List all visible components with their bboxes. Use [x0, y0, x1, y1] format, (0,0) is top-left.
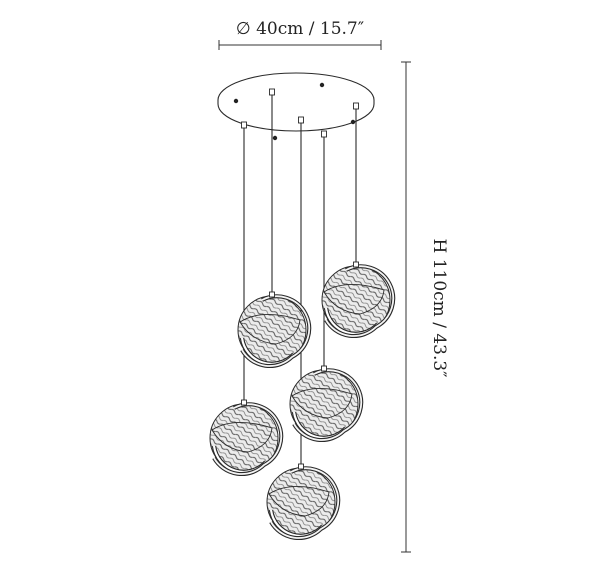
canopy-screw [233, 98, 239, 104]
pendant-globe [267, 464, 338, 538]
height-dimension: H 110cm / 43.3″ [401, 61, 449, 553]
pendant-globe [322, 262, 393, 336]
cord-grip [353, 102, 359, 110]
pendant-globe [210, 400, 281, 474]
diameter-label: ∅ 40cm / 15.7″ [236, 19, 364, 39]
canopy-screw [350, 119, 356, 125]
cord-grip [298, 116, 304, 124]
canopy-screw [319, 82, 325, 88]
height-label: H 110cm / 43.3″ [429, 238, 449, 377]
canopy-screw [272, 135, 278, 141]
cord-grip [321, 130, 327, 138]
pendant-globes [210, 262, 393, 538]
cord-grip [241, 121, 247, 129]
ceiling-canopy [217, 72, 375, 141]
canopy-edge [217, 100, 375, 132]
diameter-dimension: ∅ 40cm / 15.7″ [218, 19, 382, 50]
pendant-globe [238, 292, 309, 366]
cord-grip [269, 88, 275, 96]
